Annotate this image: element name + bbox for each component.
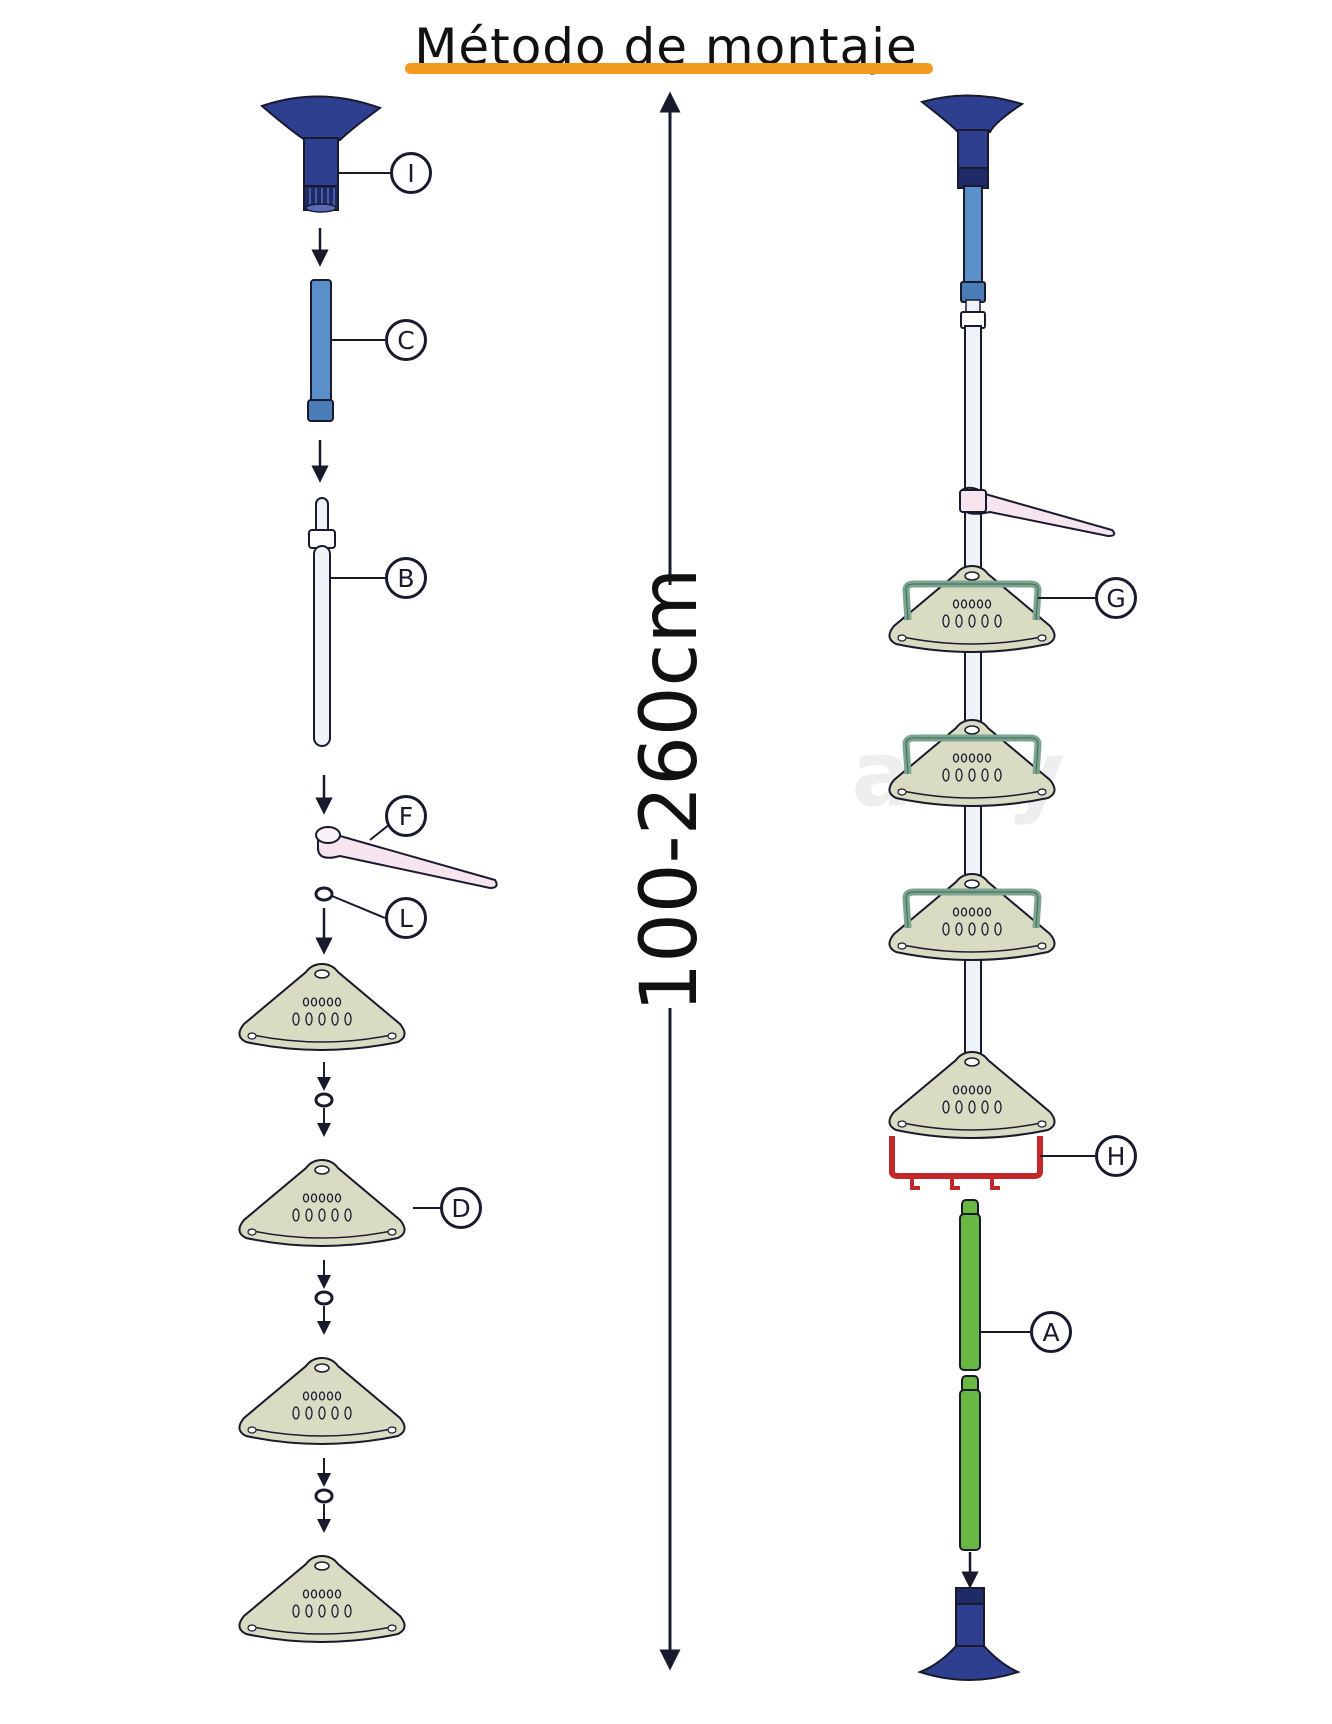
part-a-green-poles — [959, 1199, 1030, 1551]
washer-icon — [314, 1290, 334, 1306]
assembled-pink-arm — [959, 486, 1116, 538]
assembled-shelf-2 — [888, 718, 1056, 807]
callout-f: F — [385, 795, 427, 837]
washer-icon — [314, 1092, 334, 1108]
shelf-4 — [238, 1554, 406, 1643]
part-f-pink-arm — [315, 819, 498, 890]
assembled-shelf-4 — [888, 1050, 1056, 1139]
assembled-shelf-1 — [888, 564, 1056, 653]
callout-c: C — [385, 319, 427, 361]
assembled-rail-2 — [902, 734, 1042, 775]
assembled-rail-3 — [902, 888, 1042, 929]
part-l-washer — [314, 886, 386, 919]
assembled-top-cap — [919, 94, 1025, 329]
part-b-white-tube — [308, 497, 385, 747]
callout-d: D — [440, 1187, 482, 1229]
part-c-blue-tube — [307, 279, 385, 422]
callout-h: H — [1095, 1135, 1137, 1177]
height-range-text: 100-260cm — [625, 567, 715, 1013]
callout-i: I — [390, 152, 432, 194]
callout-g: G — [1095, 577, 1137, 619]
callout-l: L — [385, 897, 427, 939]
shelf-3 — [238, 1356, 406, 1445]
assembled-shelf-3 — [888, 872, 1056, 961]
assembled-rail-1 — [902, 580, 1042, 621]
washer-icon — [314, 1488, 334, 1504]
left-shelves — [238, 962, 406, 1643]
assembled-bottom-cap — [917, 1587, 1021, 1681]
white-pole — [964, 325, 982, 1092]
shelf-2 — [238, 1158, 406, 1247]
title-underline — [405, 63, 933, 74]
callout-b: B — [385, 557, 427, 599]
shelf-1 — [238, 962, 406, 1051]
part-h-hook-rail — [889, 1136, 1095, 1190]
part-i-top-cap — [260, 95, 390, 213]
callout-a: A — [1030, 1311, 1072, 1353]
right-shelves — [888, 564, 1056, 1139]
